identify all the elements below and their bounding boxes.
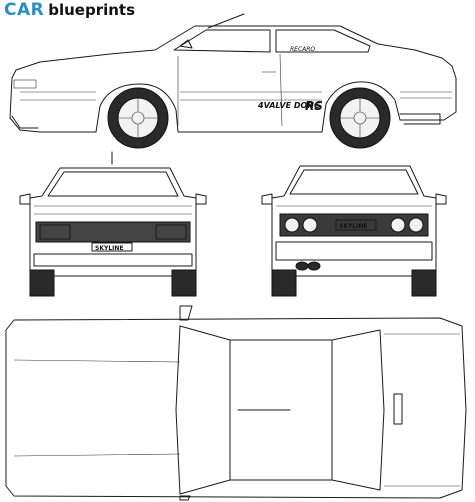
side-mirror <box>179 39 193 49</box>
top-windshield <box>175 325 231 495</box>
top-body-outline <box>5 317 467 499</box>
rear-mirror-right <box>435 193 447 205</box>
rear-mirror-left <box>261 193 273 205</box>
rear-bumper <box>275 241 433 261</box>
front-view: SKYLINE <box>19 151 207 297</box>
rear-light-left-outer <box>284 217 300 233</box>
rear-light-right-inner <box>390 217 406 233</box>
front-plate-text: SKYLINE <box>95 245 124 252</box>
front-hood-lines <box>34 205 192 215</box>
rear-view: SKYLINE <box>261 165 447 297</box>
side-rear-window <box>275 29 371 53</box>
front-headlight-right <box>155 224 187 240</box>
side-stripe-lower <box>20 97 452 101</box>
rear-light-right-outer <box>408 217 424 233</box>
top-trunk-lines <box>384 333 460 487</box>
rear-plate-text: SKYLINE <box>339 223 368 230</box>
side-model-decal: RS <box>305 99 323 113</box>
top-trunk-badge <box>393 393 403 425</box>
front-headlight-left <box>39 224 71 240</box>
side-door-lines <box>177 53 283 127</box>
logo-car-text: CAR <box>4 0 45 20</box>
rear-light-panel <box>279 213 429 237</box>
front-mirror-right <box>195 193 207 205</box>
rear-exhaust-right <box>307 261 321 271</box>
side-body-outline <box>9 25 457 133</box>
side-view: RECARO 4VALVE DOHC RS <box>9 13 457 149</box>
front-tire-left <box>29 269 55 297</box>
side-rear-spokes <box>340 98 380 138</box>
rear-exhaust-left <box>295 261 309 271</box>
side-front-spoiler <box>11 115 39 129</box>
brand-logo: CAR blueprints <box>4 0 135 22</box>
logo-blueprints-text: blueprints <box>48 1 136 19</box>
front-tire-right <box>171 269 197 297</box>
rear-tire-left <box>271 269 297 297</box>
side-front-spokes <box>118 98 158 138</box>
rear-plate <box>335 219 377 231</box>
front-plate <box>91 242 133 252</box>
side-seat-badge: RECARO <box>290 46 315 53</box>
side-front-window <box>173 29 271 53</box>
side-engine-decal: 4VALVE DOHC <box>257 101 320 110</box>
front-grille <box>35 221 191 243</box>
rear-tire-right <box>411 269 437 297</box>
side-rear-bumper <box>399 113 441 125</box>
front-mirror-left <box>19 193 31 205</box>
rear-window <box>289 169 419 195</box>
front-bumper <box>33 253 193 267</box>
side-headlight <box>13 79 37 89</box>
rear-light-left-inner <box>302 217 318 233</box>
top-hood-lines <box>13 359 181 457</box>
top-mirror-left <box>179 305 193 321</box>
front-windshield <box>47 171 179 197</box>
top-view <box>5 305 467 501</box>
top-mirror-right <box>179 495 191 501</box>
top-rear-window <box>331 329 385 491</box>
